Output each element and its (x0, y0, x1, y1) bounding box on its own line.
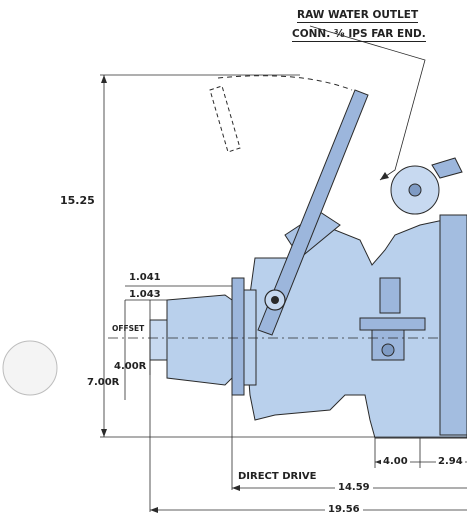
gear-housing (244, 157, 467, 439)
length-b-label: 19.56 (325, 505, 363, 515)
dim-a-label: 1.041 (129, 272, 161, 283)
decorative-ball (2, 340, 58, 396)
length-a-label: 14.59 (335, 483, 373, 493)
mount-b-label: 2.94 (436, 456, 465, 467)
dimension-lines (100, 25, 467, 512)
direct-drive-label: DIRECT DRIVE (238, 471, 317, 482)
overall-height-label: 15.25 (60, 194, 95, 207)
output-flange (149, 277, 257, 396)
dim-b-label: 1.043 (129, 289, 161, 300)
lever-alt-position (209, 75, 353, 153)
radius-inner-label: 4.00R (114, 361, 147, 372)
callout-line-1: RAW WATER OUTLET (297, 9, 419, 23)
radius-outer-label: 7.00R (87, 377, 120, 388)
callout-line-2: CONN. ⅜ IPS FAR END. (292, 28, 426, 42)
shift-lever (257, 89, 369, 336)
mount-a-label: 4.00 (381, 456, 410, 467)
offset-label: OFFSET (112, 324, 145, 333)
